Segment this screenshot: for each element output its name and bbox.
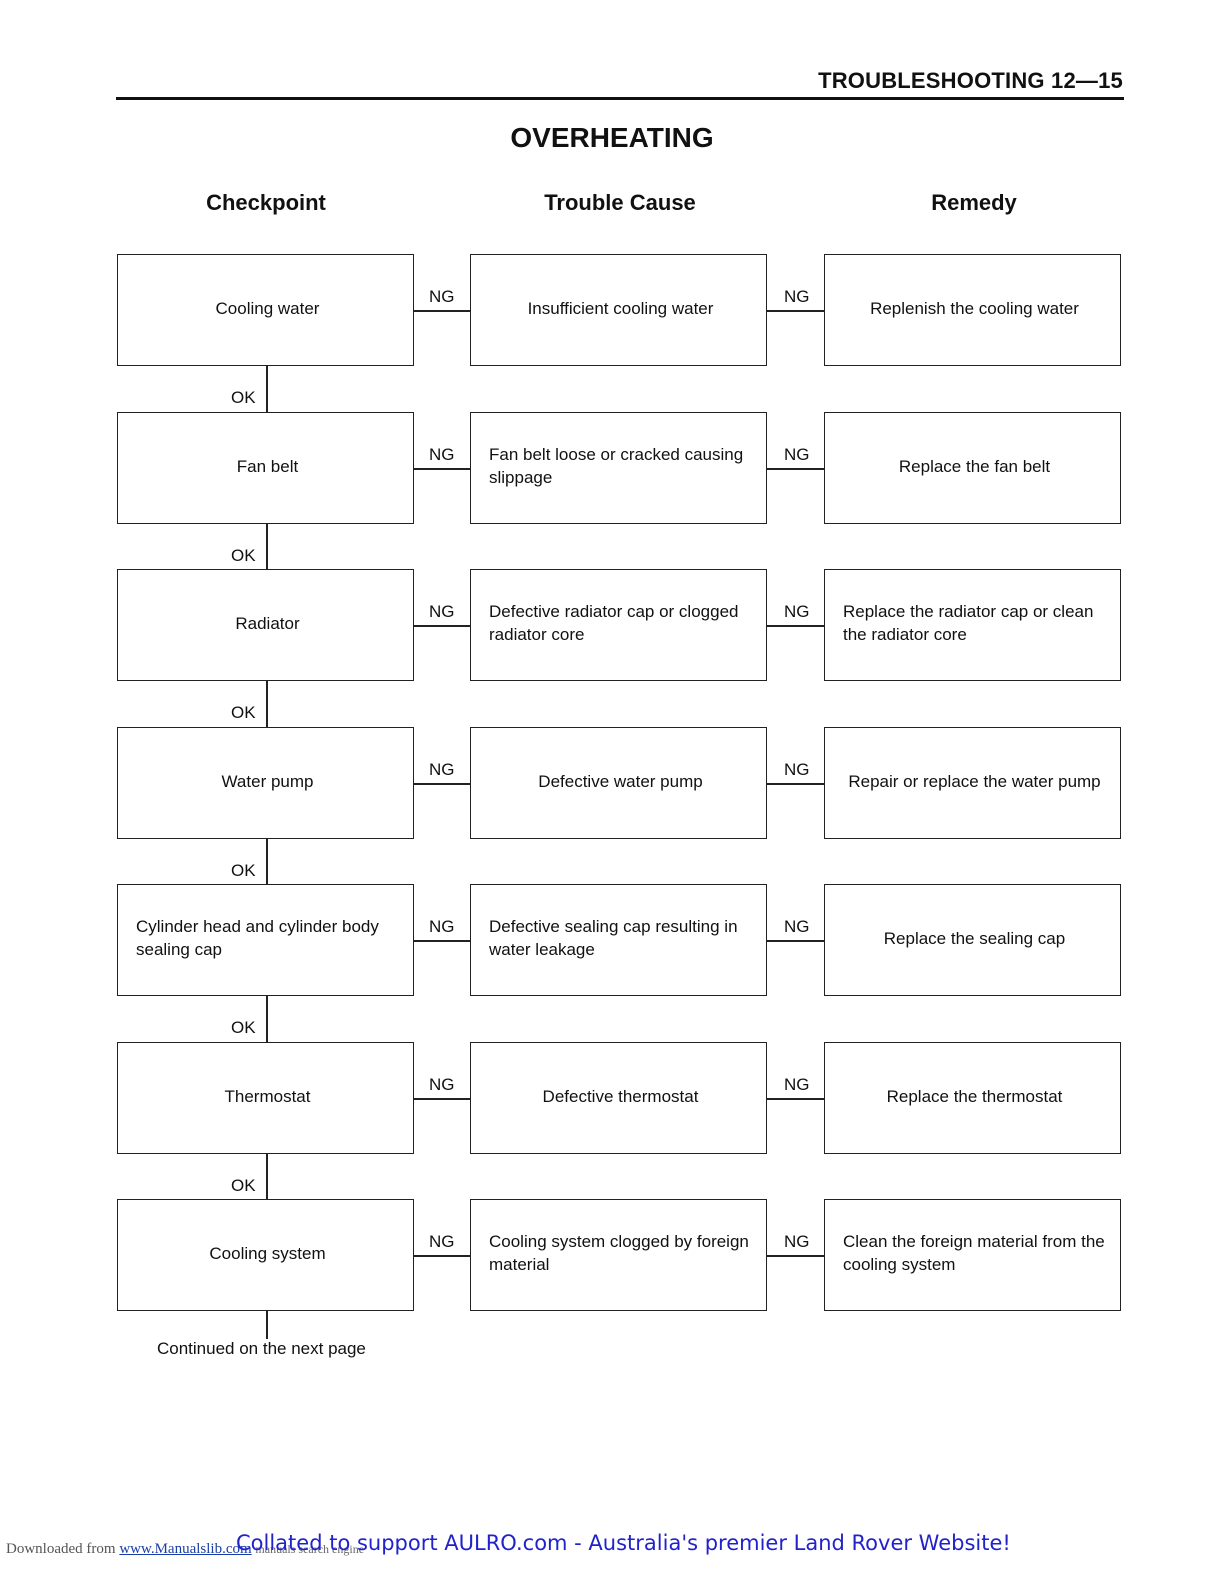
ng-connector bbox=[767, 940, 824, 942]
ng-label: NG bbox=[784, 1232, 810, 1251]
ng-label: NG bbox=[784, 287, 810, 306]
ng-label: NG bbox=[429, 445, 455, 464]
checkpoint-box: Fan belt bbox=[117, 412, 414, 524]
cause-box: Fan belt loose or cracked causing slippa… bbox=[470, 412, 767, 524]
cause-box: Insufficient cooling water bbox=[470, 254, 767, 366]
checkpoint-box: Cooling system bbox=[117, 1199, 414, 1311]
remedy-box: Replenish the cooling water bbox=[824, 254, 1121, 366]
footer-download-note: Downloaded from www.Manualslib.com manua… bbox=[6, 1541, 364, 1558]
ng-label: NG bbox=[784, 602, 810, 621]
ok-label: OK bbox=[231, 388, 256, 407]
footer-engine: manuals search engine bbox=[255, 1542, 365, 1556]
ng-connector bbox=[414, 310, 470, 312]
ok-connector bbox=[266, 839, 268, 885]
ng-connector bbox=[767, 468, 824, 470]
ng-label: NG bbox=[429, 1075, 455, 1094]
ng-connector bbox=[414, 468, 470, 470]
ng-label: NG bbox=[429, 760, 455, 779]
ng-label: NG bbox=[784, 760, 810, 779]
ng-label: NG bbox=[429, 602, 455, 621]
ng-connector bbox=[767, 1255, 824, 1257]
ok-connector bbox=[266, 996, 268, 1042]
column-heading-checkpoint: Checkpoint bbox=[206, 190, 326, 215]
ng-label: NG bbox=[784, 1075, 810, 1094]
cause-box: Defective thermostat bbox=[470, 1042, 767, 1154]
continued-note: Continued on the next page bbox=[157, 1339, 366, 1358]
ok-connector bbox=[266, 681, 268, 727]
cause-box: Defective water pump bbox=[470, 727, 767, 839]
column-heading-remedy: Remedy bbox=[931, 190, 1017, 215]
ng-connector bbox=[414, 1098, 470, 1100]
ok-connector bbox=[266, 1311, 268, 1339]
ok-label: OK bbox=[231, 546, 256, 565]
checkpoint-box: Water pump bbox=[117, 727, 414, 839]
ng-label: NG bbox=[429, 287, 455, 306]
ng-label: NG bbox=[784, 917, 810, 936]
footer-downloaded-from: Downloaded from bbox=[6, 1541, 116, 1557]
cause-box: Cooling system clogged by foreign materi… bbox=[470, 1199, 767, 1311]
column-heading-cause: Trouble Cause bbox=[544, 190, 696, 215]
checkpoint-box: Thermostat bbox=[117, 1042, 414, 1154]
ng-connector bbox=[767, 625, 824, 627]
ok-connector bbox=[266, 524, 268, 570]
ng-connector bbox=[767, 310, 824, 312]
ok-label: OK bbox=[231, 861, 256, 880]
footer-collated-note: Collated to support AULRO.com - Australi… bbox=[236, 1531, 1011, 1555]
ng-connector bbox=[414, 1255, 470, 1257]
cause-box: Defective radiator cap or clogged radiat… bbox=[470, 569, 767, 681]
ng-connector bbox=[414, 783, 470, 785]
ok-label: OK bbox=[231, 1018, 256, 1037]
header-rule bbox=[116, 97, 1124, 100]
ng-connector bbox=[414, 625, 470, 627]
remedy-box: Replace the radiator cap or clean the ra… bbox=[824, 569, 1121, 681]
remedy-box: Clean the foreign material from the cool… bbox=[824, 1199, 1121, 1311]
remedy-box: Replace the sealing cap bbox=[824, 884, 1121, 996]
ng-label: NG bbox=[429, 1232, 455, 1251]
ok-connector bbox=[266, 366, 268, 412]
ok-label: OK bbox=[231, 1176, 256, 1195]
checkpoint-box: Radiator bbox=[117, 569, 414, 681]
remedy-box: Repair or replace the water pump bbox=[824, 727, 1121, 839]
checkpoint-box: Cylinder head and cylinder body sealing … bbox=[117, 884, 414, 996]
page-header-title: TROUBLESHOOTING 12—15 bbox=[818, 68, 1123, 93]
cause-box: Defective sealing cap resulting in water… bbox=[470, 884, 767, 996]
checkpoint-box: Cooling water bbox=[117, 254, 414, 366]
ng-connector bbox=[414, 940, 470, 942]
remedy-box: Replace the thermostat bbox=[824, 1042, 1121, 1154]
ng-label: NG bbox=[784, 445, 810, 464]
ng-connector bbox=[767, 1098, 824, 1100]
remedy-box: Replace the fan belt bbox=[824, 412, 1121, 524]
ng-connector bbox=[767, 783, 824, 785]
ok-connector bbox=[266, 1154, 268, 1200]
footer-site-link[interactable]: www.Manualslib.com bbox=[119, 1541, 252, 1557]
ok-label: OK bbox=[231, 703, 256, 722]
page-title: OVERHEATING bbox=[510, 122, 714, 153]
ng-label: NG bbox=[429, 917, 455, 936]
